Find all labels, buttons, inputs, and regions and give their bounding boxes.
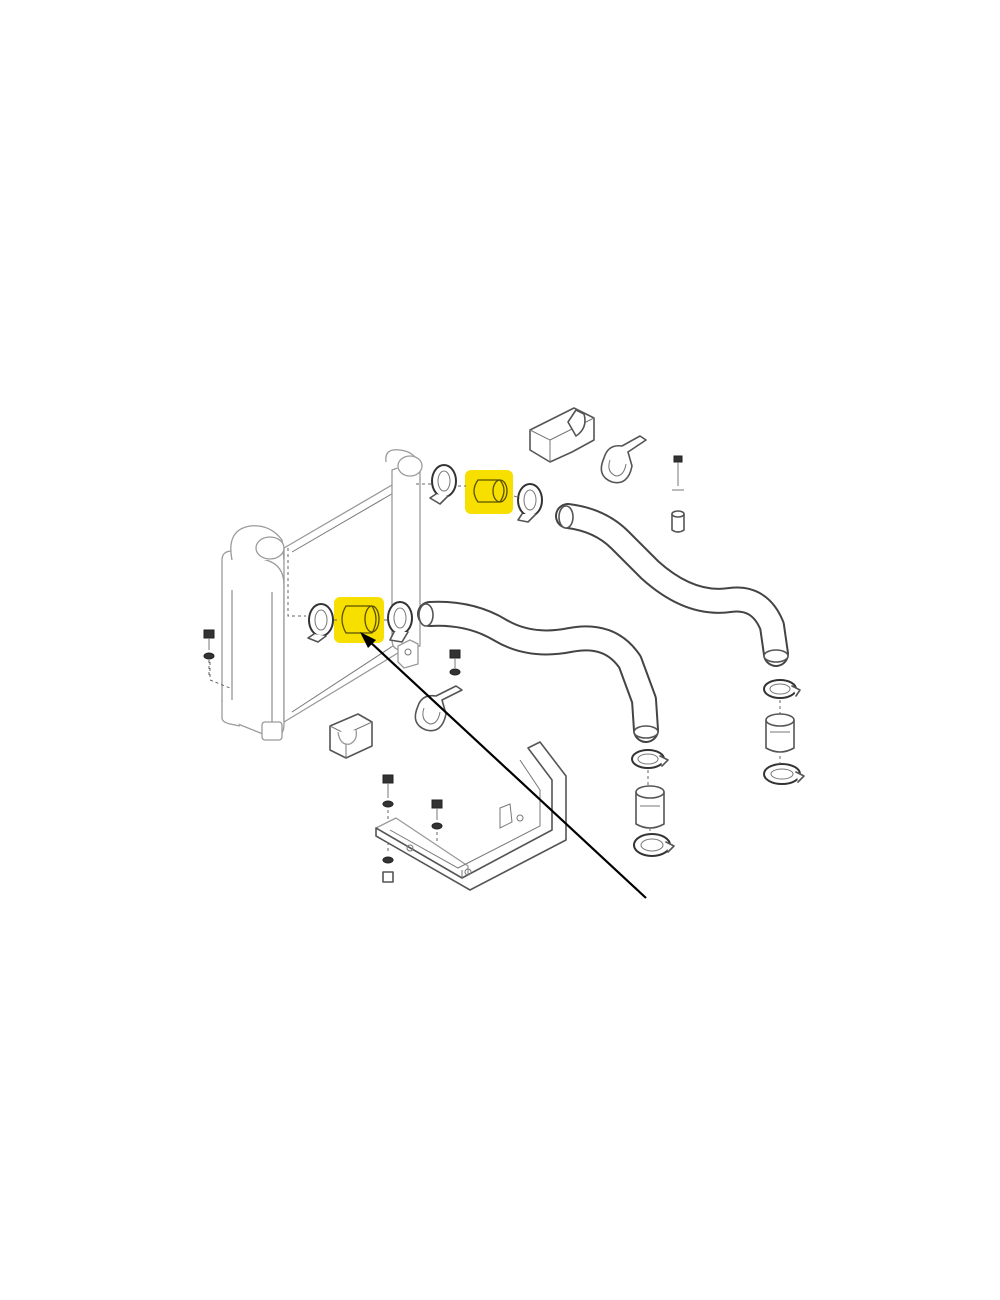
middle-bolt — [449, 649, 461, 676]
middle-clamp-bottom — [633, 833, 675, 857]
upper-hose-clamp-right — [517, 483, 543, 523]
top-right-spacer — [671, 510, 685, 533]
top-mount-block — [529, 407, 595, 463]
right-clamp-bottom — [763, 763, 805, 785]
right-coupler — [765, 713, 795, 753]
lower-coupler-highlight — [334, 597, 384, 643]
pointer-arrow — [360, 632, 647, 899]
left-bolt — [203, 629, 215, 676]
top-right-bolt — [672, 455, 684, 491]
intercooler-core — [209, 449, 434, 741]
middle-hose-bracket — [414, 685, 463, 732]
bracket-bolt-right — [431, 799, 443, 842]
top-hose-bracket — [600, 435, 647, 484]
rubber-isolator — [329, 713, 373, 759]
bracket-bolt-left — [382, 774, 394, 883]
upper-hose-clamp-left — [429, 464, 457, 505]
middle-coupler — [635, 785, 665, 829]
upper-hose — [555, 503, 789, 667]
lower-hose — [417, 600, 659, 743]
middle-clamp-top — [631, 749, 669, 769]
lower-hose-clamp-right — [387, 601, 413, 643]
lower-clamp-bracket — [397, 639, 419, 669]
lower-mounting-bracket — [375, 741, 567, 891]
right-clamp-top — [763, 679, 801, 699]
upper-coupler-highlight — [465, 470, 513, 514]
lower-hose-clamp-left — [307, 603, 334, 643]
